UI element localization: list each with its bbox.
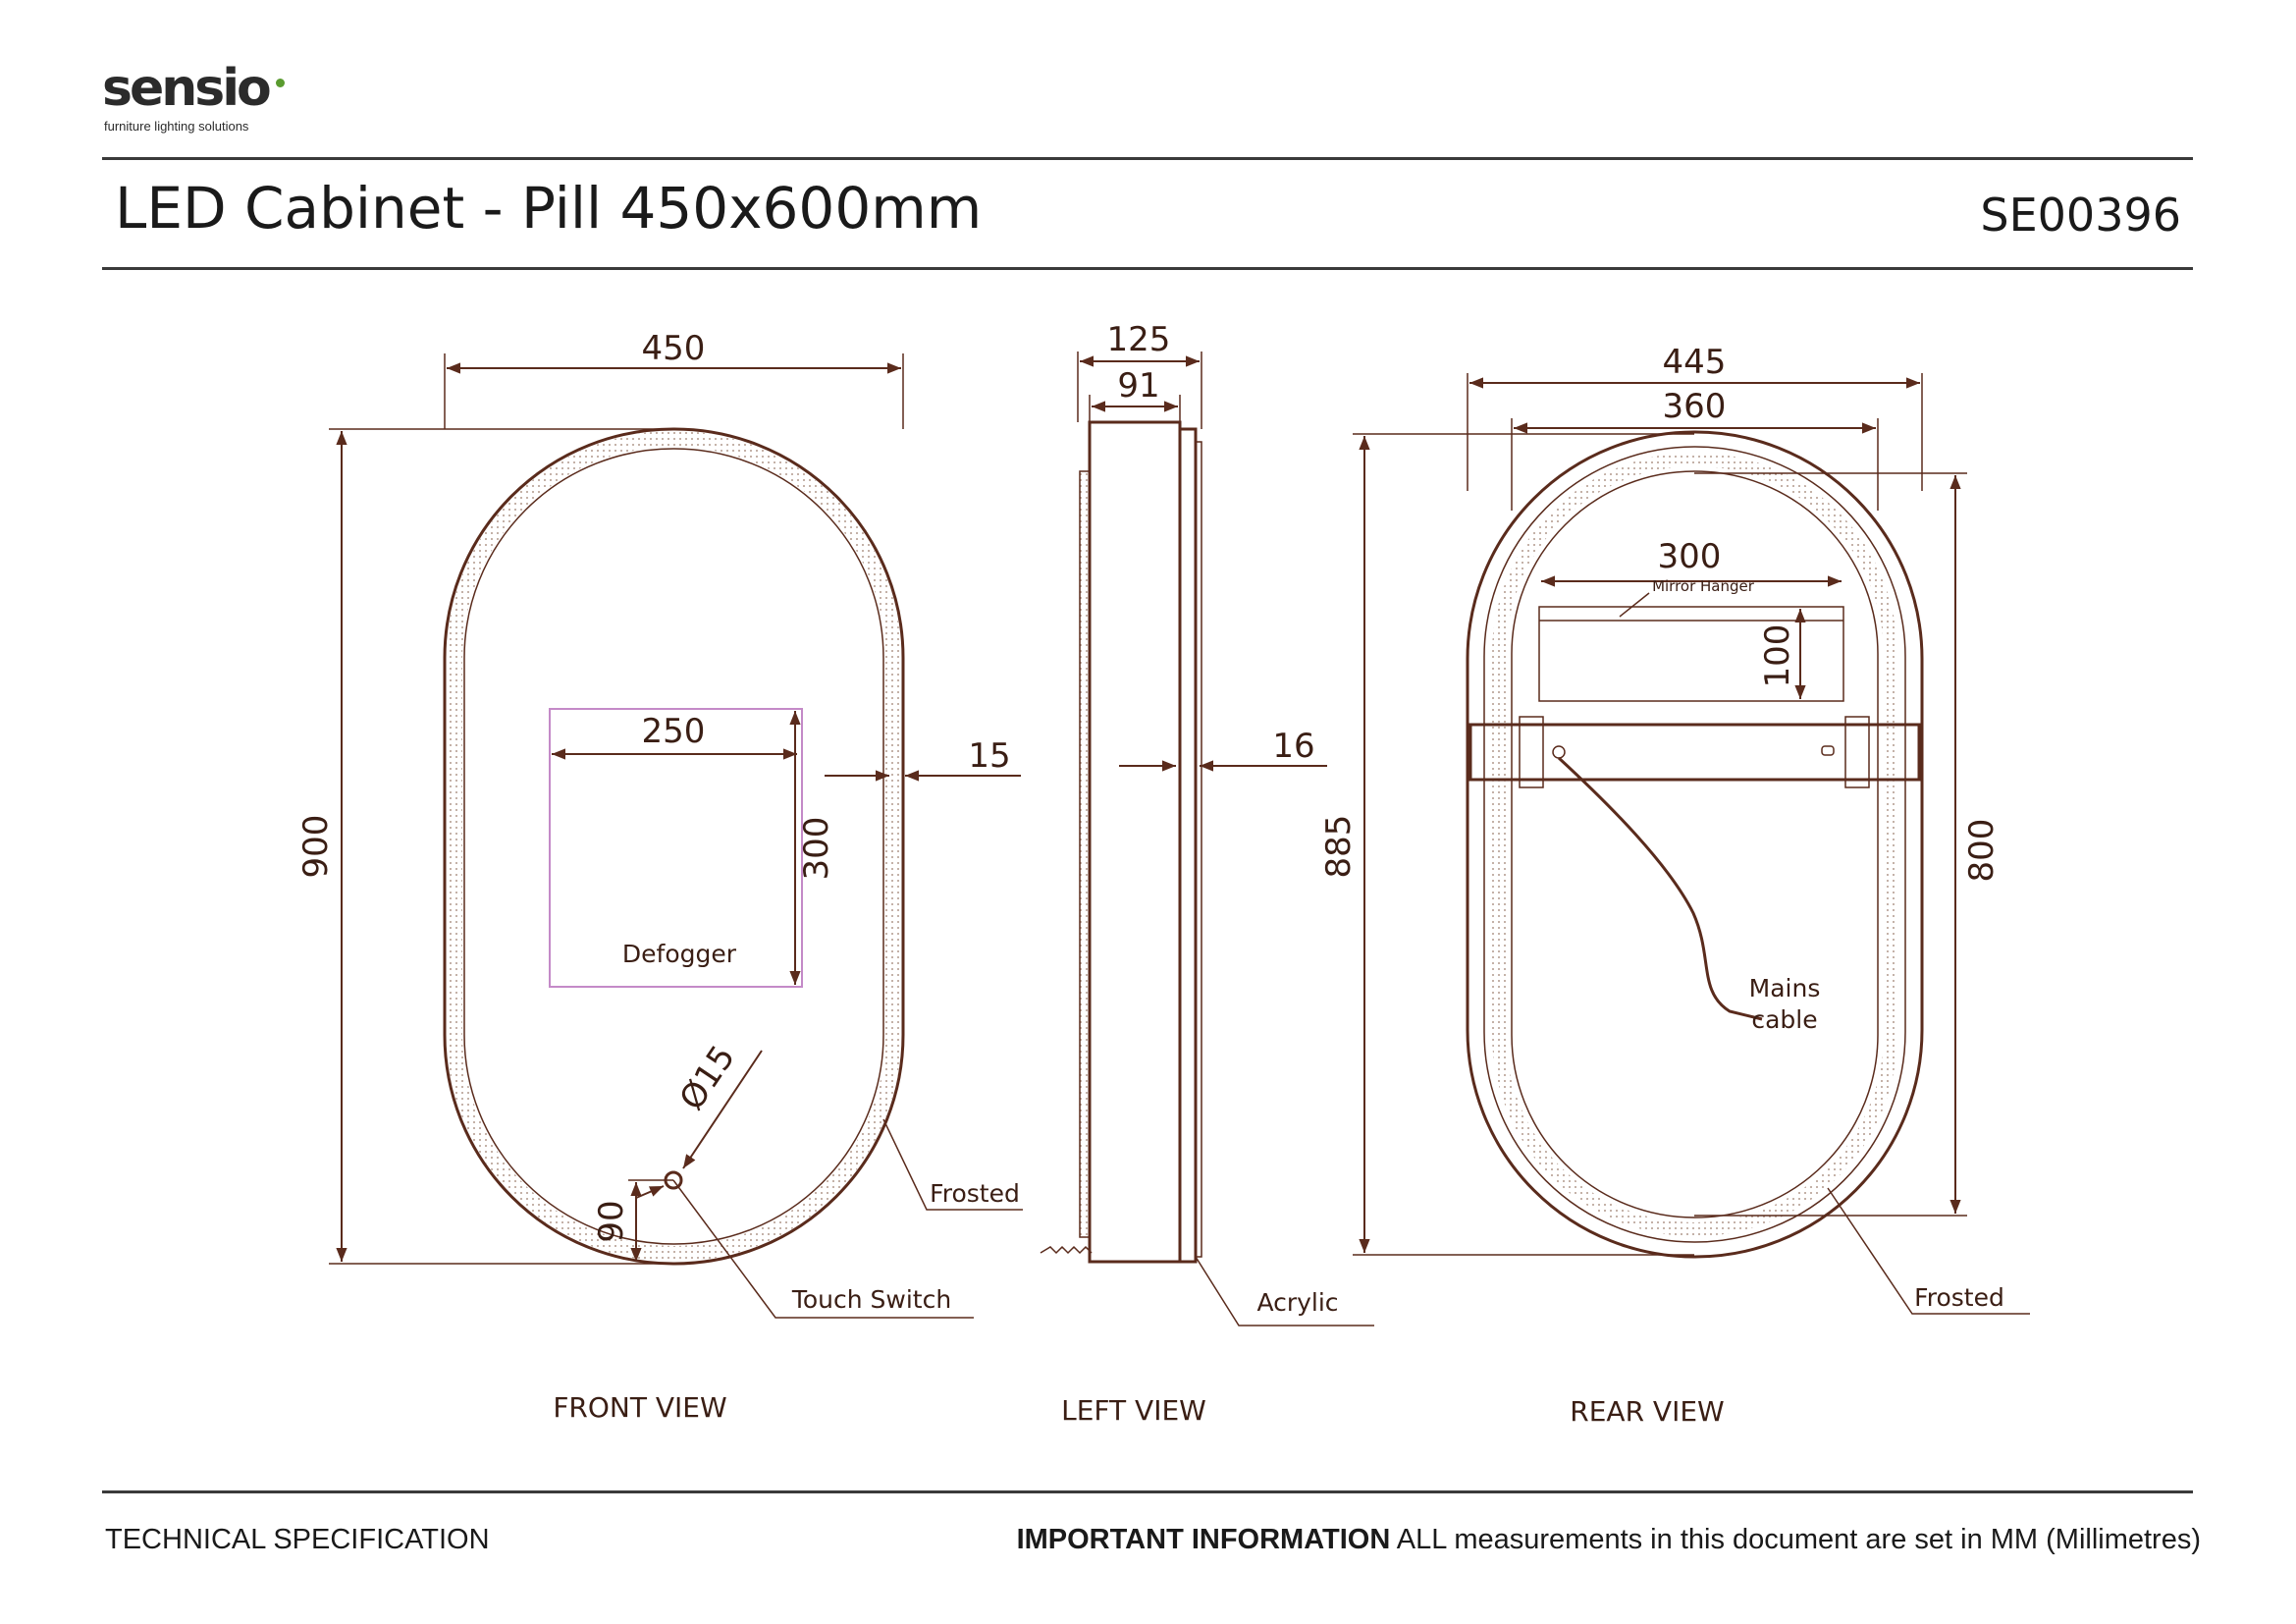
- rear-inner-height-label: 800: [1962, 819, 2002, 883]
- rear-outer-width-label: 445: [1663, 343, 1727, 382]
- cabinet-body-side: [1088, 420, 1182, 1264]
- rear-cross-bracket: [1468, 723, 1921, 782]
- brand-name: sensio: [102, 59, 272, 118]
- acrylic-door-side: [1178, 427, 1198, 1264]
- front-frosted-band: [447, 431, 901, 1262]
- bracket-slot-icon: [1821, 745, 1835, 756]
- rear-view: Mains cable 445 360 300 Mirror Hanger 10…: [1319, 343, 2030, 1428]
- acrylic-width-label: 16: [1272, 727, 1314, 766]
- acrylic-label: Acrylic: [1256, 1288, 1338, 1317]
- rear-pill-second: [1483, 446, 1906, 1243]
- mirror-hanger: [1538, 606, 1844, 702]
- hanger-label-leader: [1619, 592, 1650, 618]
- defogger-outline: [549, 708, 803, 988]
- power-connector-icon: [1040, 1245, 1093, 1255]
- defogger-label: Defogger: [622, 940, 737, 968]
- defogger-height-label: 300: [797, 817, 836, 881]
- left-view-title: LEFT VIEW: [1061, 1394, 1206, 1427]
- frost-width-label: 15: [968, 736, 1010, 776]
- hanger-height-label: 100: [1758, 624, 1797, 688]
- rear-frosted-label: Frosted: [1914, 1283, 2004, 1312]
- switch-diameter-leader-2: [635, 1185, 665, 1199]
- mains-label-1: Mains: [1749, 974, 1821, 1002]
- footer-rule: [102, 1490, 2193, 1493]
- brand-tagline: furniture lighting solutions: [104, 119, 249, 134]
- rear-frosted-band: [1492, 453, 1897, 1236]
- cabinet-back-frosted: [1079, 470, 1091, 1238]
- brand-dot-icon: [276, 79, 285, 87]
- hanger-width-label: 300: [1658, 537, 1722, 576]
- rear-outer-height-label: 885: [1319, 815, 1359, 879]
- front-inner-outline: [463, 448, 884, 1245]
- touch-switch-label: Touch Switch: [791, 1285, 951, 1314]
- cable-entry-icon: [1552, 745, 1566, 759]
- front-view: 450 900 250 300 Defogger 15 Frosted: [296, 329, 1023, 1424]
- touch-switch-leader: [672, 1179, 974, 1319]
- left-view: 125 91 16 Acrylic LEFT VIEW: [1040, 320, 1374, 1427]
- header-top-rule: [102, 157, 2193, 160]
- header-bottom-rule: [102, 267, 2193, 270]
- front-height-label: 900: [296, 815, 336, 879]
- product-code: SE00396: [1980, 189, 2181, 242]
- front-frosted-leader: [882, 1118, 1023, 1211]
- front-width-label: 450: [642, 329, 706, 368]
- depth-body-label: 91: [1117, 366, 1159, 406]
- rear-inner-width-label: 360: [1663, 387, 1727, 426]
- rear-pill-inner: [1511, 470, 1879, 1218]
- mains-label-2: cable: [1751, 1005, 1817, 1034]
- footer-right: IMPORTANT INFORMATION ALL measurements i…: [1017, 1524, 2201, 1556]
- footer-left: TECHNICAL SPECIFICATION: [105, 1524, 490, 1555]
- acrylic-leader: [1195, 1256, 1374, 1326]
- front-frosted-label: Frosted: [930, 1179, 1020, 1208]
- footer-note: ALL measurements in this document are se…: [1396, 1524, 2201, 1555]
- hanger-label: Mirror Hanger: [1652, 577, 1755, 595]
- page-title: LED Cabinet - Pill 450x600mm: [115, 175, 983, 242]
- footer-important: IMPORTANT INFORMATION: [1016, 1524, 1391, 1555]
- bracket-tab-left: [1519, 716, 1544, 788]
- switch-diameter-label: Ø15: [672, 1039, 743, 1117]
- bracket-tab-right: [1844, 716, 1870, 788]
- front-pill-outline: [443, 427, 905, 1266]
- rear-view-title: REAR VIEW: [1570, 1395, 1724, 1428]
- rear-frosted-leader: [1827, 1187, 2030, 1315]
- acrylic-edge: [1195, 441, 1202, 1258]
- mains-cable: [1557, 756, 1763, 1021]
- defogger-width-label: 250: [642, 712, 706, 751]
- switch-diameter-leader: [682, 1050, 763, 1169]
- depth-total-label: 125: [1107, 320, 1171, 359]
- front-view-title: FRONT VIEW: [553, 1391, 726, 1424]
- switch-offset-label: 90: [592, 1200, 631, 1242]
